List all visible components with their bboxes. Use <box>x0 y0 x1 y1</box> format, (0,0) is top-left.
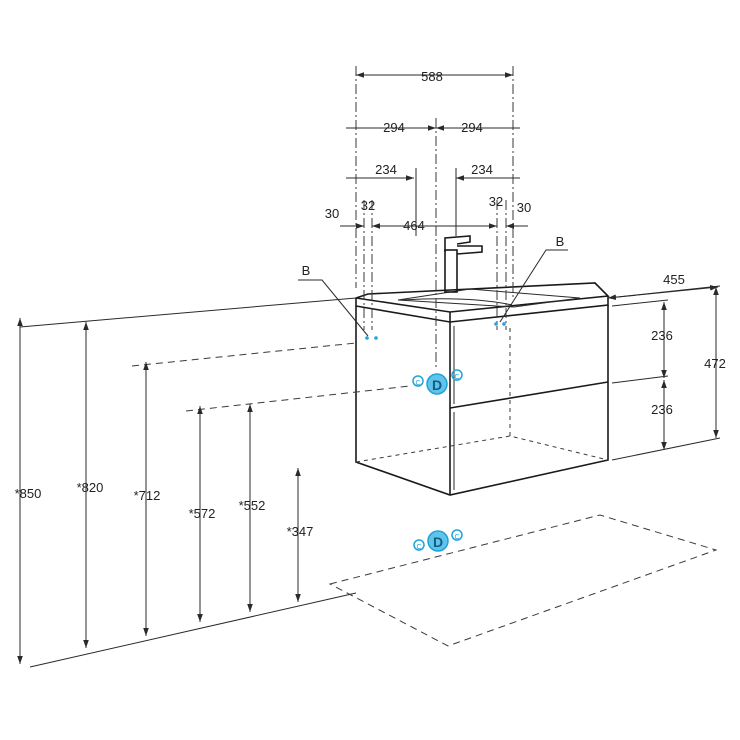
drawer-divider <box>449 381 609 409</box>
dim-30-left: 30 <box>325 206 339 221</box>
cabinet <box>355 305 609 496</box>
ext-572 <box>185 385 411 412</box>
dim-32-right: 32 <box>489 194 503 209</box>
floor-small-left-marker <box>413 539 425 551</box>
height-dimensions: *850 *820 *712 *572 *552 *347 <box>15 318 411 664</box>
basin <box>355 282 610 323</box>
dim-234-left: 234 <box>375 162 397 177</box>
dim-552: *552 <box>239 498 266 513</box>
faucet-body <box>444 249 458 293</box>
basin-top-surface <box>355 282 610 313</box>
dim-572: *572 <box>189 506 216 521</box>
wall-big-letter: D <box>432 377 442 393</box>
dim-588: 588 <box>421 69 443 84</box>
faucet-spout <box>456 245 483 255</box>
dim-294-right: 294 <box>461 120 483 135</box>
hole-b-left-a <box>365 336 369 340</box>
dim-347: *347 <box>287 524 314 539</box>
dim-294-left: 294 <box>383 120 405 135</box>
dim-234-right: 234 <box>471 162 493 177</box>
cabinet-hidden-bottom <box>355 435 609 463</box>
basin-bowl-inner <box>401 298 513 306</box>
dim-455: 455 <box>663 272 685 287</box>
floor-big-letter: D <box>433 534 443 550</box>
ext-712 <box>131 342 357 367</box>
floor-small-right-letter: C <box>454 534 459 541</box>
wall-small-right-marker <box>451 369 463 381</box>
ext-236-top <box>611 299 669 307</box>
wall-top-line <box>19 297 357 328</box>
dim-712: *712 <box>134 488 161 503</box>
floor-markers: C D C <box>413 529 463 552</box>
hole-b-right-b <box>502 322 506 326</box>
floor-projection <box>328 514 718 647</box>
hole-b-left-b <box>374 336 378 340</box>
b-right-leader <box>499 249 568 323</box>
faucet <box>444 235 483 293</box>
floor-small-right-marker <box>451 529 463 541</box>
dim-236-top: 236 <box>651 328 673 343</box>
wall-small-right-letter: C <box>454 374 459 381</box>
wall-markers: C D C <box>412 369 463 395</box>
right-dimensions: 455 236 236 472 <box>607 272 726 461</box>
dim-236-bottom: 236 <box>651 402 673 417</box>
dim-464: 464 <box>403 218 425 233</box>
wall-big-marker <box>426 373 448 395</box>
wall-and-floor <box>19 285 721 668</box>
wall-small-left-marker <box>412 375 424 387</box>
top-dimensions: 588 294 294 234 234 30 32 464 32 30 <box>325 66 531 370</box>
hole-b-right-a <box>494 322 498 326</box>
b-left-label: B <box>302 263 311 278</box>
b-left-leader <box>298 279 369 337</box>
wall-small-left-letter: C <box>415 380 420 387</box>
b-callouts: B B <box>298 234 568 340</box>
floor-wall-junction <box>29 592 357 668</box>
b-right-label: B <box>556 234 565 249</box>
ext-236-bottom <box>611 437 721 461</box>
dim-850: *850 <box>15 486 42 501</box>
dim-820: *820 <box>77 480 104 495</box>
dim-line-455 <box>607 285 719 300</box>
dim-30-right: 30 <box>517 200 531 215</box>
floor-big-marker <box>427 530 449 552</box>
floor-footprint <box>328 514 718 647</box>
dim-32-left: 32 <box>361 198 375 213</box>
cabinet-outline <box>355 305 609 496</box>
dim-472: 472 <box>704 356 726 371</box>
floor-small-left-letter: C <box>416 544 421 551</box>
ext-236-mid <box>611 375 669 384</box>
faucet-handle <box>444 235 471 252</box>
